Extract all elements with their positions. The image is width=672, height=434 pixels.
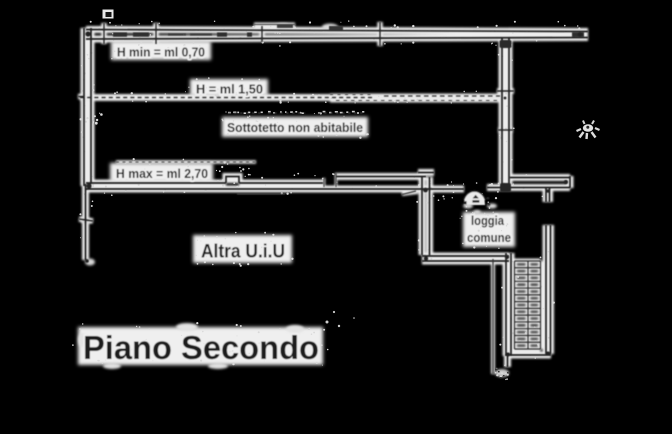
svg-text:loggia: loggia: [471, 214, 505, 228]
svg-text:H max = ml 2,70: H max = ml 2,70: [116, 167, 208, 181]
svg-text:comune: comune: [467, 231, 511, 245]
svg-text:Sottotetto non abitabile: Sottotetto non abitabile: [227, 120, 363, 135]
svg-text:Altra U.i.U: Altra U.i.U: [201, 242, 285, 263]
svg-text:H min = ml 0,70: H min = ml 0,70: [117, 46, 205, 60]
svg-text:Piano Secondo: Piano Secondo: [83, 330, 319, 367]
svg-text:H = ml 1,50: H = ml 1,50: [196, 83, 263, 97]
